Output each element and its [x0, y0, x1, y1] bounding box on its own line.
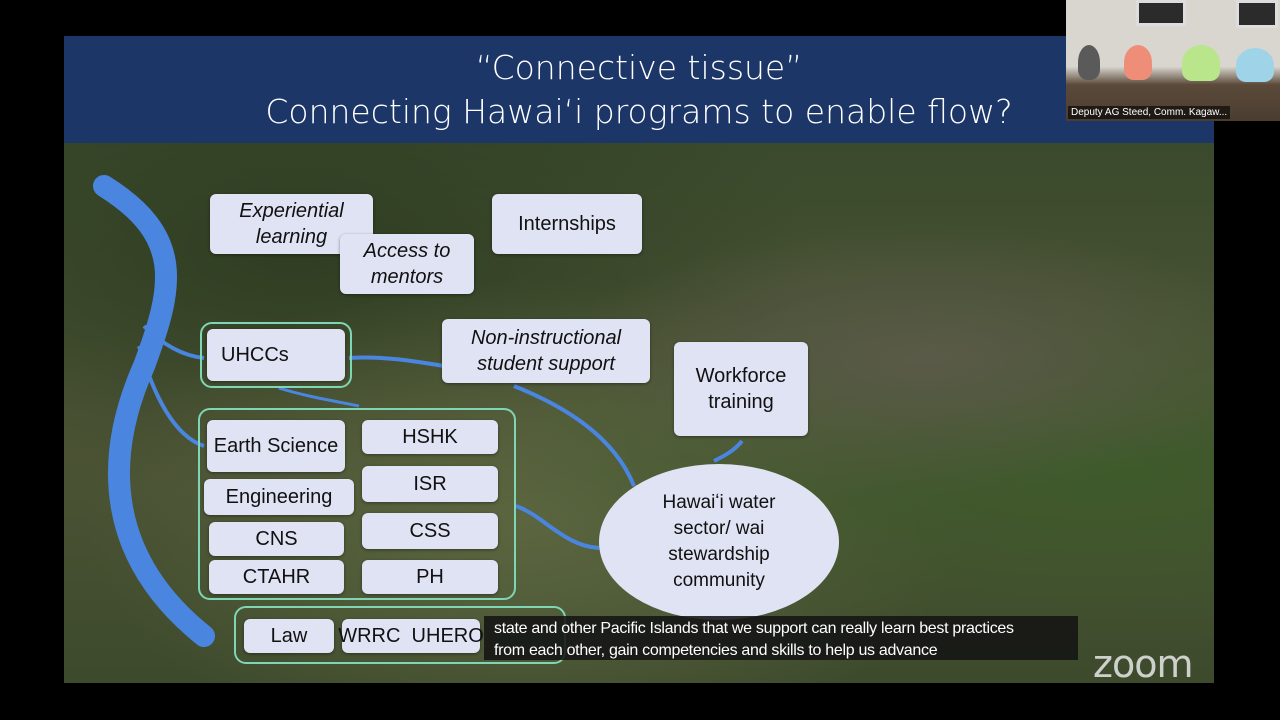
participant — [1182, 45, 1220, 81]
participant — [1236, 48, 1274, 82]
river-flow — [93, 175, 215, 647]
group-uh-units — [198, 408, 516, 600]
box-cns: CNS — [209, 522, 344, 556]
flow-lines — [93, 175, 744, 647]
community-oval: Hawaiʻi water sector/ wai stewardship co… — [599, 464, 839, 620]
participant-name-label: Deputy AG Steed, Comm. Kagaw... — [1068, 106, 1231, 119]
caption-line1: state and other Pacific Islands that we … — [494, 620, 1014, 637]
participant-video-thumbnail[interactable]: Deputy AG Steed, Comm. Kagaw... — [1066, 0, 1280, 121]
box-hshk: HSHK — [362, 420, 498, 454]
box-ph: PH — [362, 560, 498, 594]
box-internships: Internships — [492, 194, 642, 254]
box-isr: ISR — [362, 466, 498, 502]
slide-header: “Connective tissue” Connecting Hawaiʻi p… — [64, 36, 1214, 143]
box-ctahr: CTAHR — [209, 560, 344, 594]
box-wrrc-uhero: WRRC UHERO — [338, 619, 484, 653]
box-workforce-training: Workforce training — [674, 342, 808, 436]
box-engineering: Engineering — [204, 479, 354, 515]
box-non-instructional-support: Non-instructional student support — [442, 319, 650, 383]
community-label: Hawaiʻi water sector/ wai stewardship co… — [662, 492, 776, 591]
box-earth-science: Earth Science — [207, 420, 345, 472]
flow-uhcc-group — [278, 386, 360, 408]
flow-to-uhccs — [142, 324, 205, 360]
caption-line2: from each other, gain competencies and s… — [494, 642, 938, 659]
flow-uhcc-support — [348, 355, 445, 368]
flow-group-community — [515, 504, 600, 550]
box-law: Law — [244, 619, 334, 653]
participant — [1078, 45, 1100, 80]
flow-to-group — [137, 345, 205, 448]
box-css: CSS — [362, 513, 498, 549]
participant — [1124, 45, 1152, 80]
zoom-watermark: zoom — [1093, 642, 1193, 686]
box-uhccs: UHCCs — [207, 329, 345, 381]
slide-title-line2: Connecting Hawaiʻi programs to enable fl… — [265, 92, 1013, 131]
group-uhccs — [200, 322, 352, 388]
wall-picture — [1136, 0, 1186, 26]
flow-support-community — [513, 384, 636, 487]
wall-picture — [1236, 0, 1278, 28]
closed-caption: state and other Pacific Islands that we … — [484, 616, 1078, 660]
presentation-slide: “Connective tissue” Connecting Hawaiʻi p… — [64, 36, 1214, 683]
flow-workforce-community — [713, 439, 744, 463]
slide-title-line1: “Connective tissue” — [475, 48, 803, 87]
box-access-to-mentors: Access to mentors — [340, 234, 474, 294]
